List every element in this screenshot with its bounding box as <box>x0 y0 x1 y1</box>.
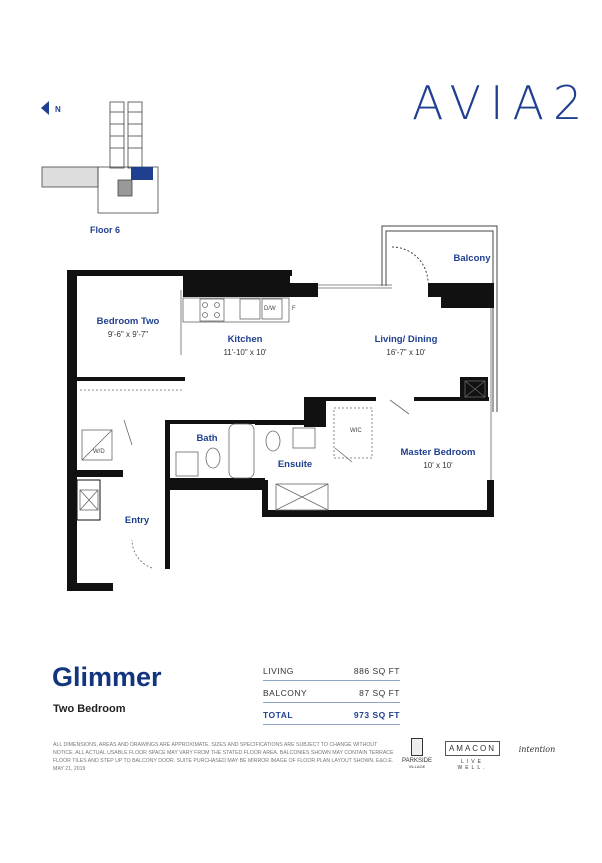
sink-icon <box>239 298 261 320</box>
key-plan <box>41 101 159 214</box>
intention-logo: intention <box>518 745 556 754</box>
north-label: N <box>55 105 61 114</box>
unit-highlight <box>131 167 153 180</box>
shower-icon <box>275 483 329 511</box>
wic-label: WIC <box>350 428 362 434</box>
vanity-icon <box>175 451 199 477</box>
room-balcony: Balcony <box>453 253 491 264</box>
bathtub-icon <box>228 423 255 479</box>
brand-logo: AVIA2 <box>412 76 592 130</box>
cooktop-icon <box>199 298 225 322</box>
toilet-icon <box>205 447 221 469</box>
fridge-label: F <box>292 306 296 312</box>
floor-label: Floor 6 <box>90 225 121 235</box>
room-bath: Bath <box>196 433 218 444</box>
washer-dryer-icon <box>81 429 113 461</box>
wd-label: W/D <box>93 449 105 455</box>
balcony-outline <box>381 225 498 412</box>
dishwasher-label: D/W <box>264 306 276 312</box>
disclaimer: All dimensions, areas and drawings are a… <box>53 742 394 772</box>
room-ensuite: Ensuite <box>277 459 313 470</box>
suite-type: Two Bedroom <box>53 703 126 715</box>
amacon-logo: AMACON LIVE WELL. <box>445 741 500 771</box>
suite-name: Glimmer <box>52 662 162 692</box>
room-entry: Entry <box>124 515 150 526</box>
north-arrow-icon <box>41 101 49 115</box>
walls <box>67 270 494 591</box>
